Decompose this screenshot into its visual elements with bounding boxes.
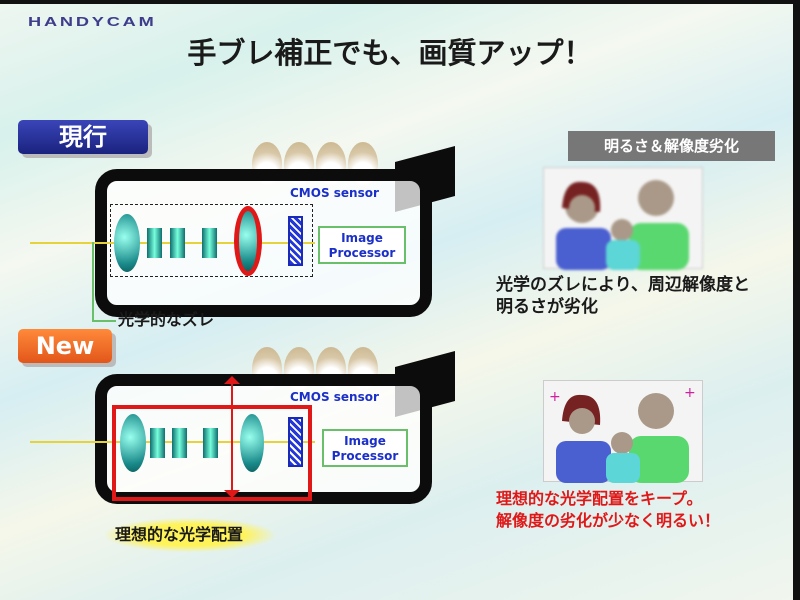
lens-element	[203, 428, 218, 458]
arrow-down-icon	[224, 490, 240, 498]
ideal-arrangement-label: 理想的な光学配置	[115, 525, 244, 544]
lens-element	[172, 428, 187, 458]
lens-icon	[240, 414, 264, 472]
new-badge: New	[18, 329, 112, 363]
ideal-lens-group-box	[112, 405, 312, 501]
improvement-text: 理想的な光学配置をキープ。解像度の劣化が少なく明るい！	[496, 488, 720, 532]
cmos-sensor-icon	[288, 417, 303, 467]
callout-line	[92, 320, 116, 322]
cmos-label: CMOS sensor	[290, 390, 379, 404]
lens-icon	[114, 214, 140, 272]
lens-group-box	[110, 204, 313, 277]
slide: HANDYCAM 手ブレ補正でも、画質アップ！ 現行 CMOS sensor I…	[0, 4, 793, 600]
lens-element	[170, 228, 185, 258]
text-line: 光学のズレにより、周辺解像度と	[496, 275, 750, 295]
text-line: 解像度の劣化が少なく明るい！	[496, 511, 721, 530]
lens-element	[150, 428, 165, 458]
degradation-label: 明るさ＆解像度劣化	[568, 131, 775, 161]
text-line: 明るさが劣化	[496, 297, 598, 317]
degradation-text: 光学のズレにより、周辺解像度と明るさが劣化	[496, 274, 750, 318]
lens-icon	[120, 414, 146, 472]
processor-line: Processor	[328, 246, 396, 260]
sharp-family-photo: ++	[543, 380, 703, 483]
current-badge: 現行	[18, 120, 148, 154]
svg-text:+: +	[549, 389, 561, 405]
lens-element	[147, 228, 162, 258]
shifted-lens-icon	[234, 206, 262, 276]
cmos-label: CMOS sensor	[290, 186, 379, 200]
processor-line: Image	[344, 434, 386, 448]
processor-line: Processor	[331, 449, 399, 463]
text-line: 理想的な光学配置をキープ。	[496, 489, 703, 508]
lens-element	[202, 228, 217, 258]
family-illustration: ++	[549, 385, 696, 483]
blurry-family-photo	[543, 167, 703, 270]
starburst-highlight	[105, 518, 275, 552]
family-illustration	[556, 180, 689, 270]
vertical-shift-arrow	[231, 382, 233, 498]
arrow-up-icon	[224, 376, 240, 384]
processor-line: Image	[341, 231, 383, 245]
callout-line	[92, 242, 94, 322]
slide-title: 手ブレ補正でも、画質アップ！	[187, 36, 593, 70]
cmos-sensor-icon	[288, 216, 303, 266]
svg-text:+: +	[684, 385, 696, 401]
optical-shift-label: 光学的なズレ	[118, 310, 215, 329]
handycam-logo: HANDYCAM	[28, 14, 157, 29]
